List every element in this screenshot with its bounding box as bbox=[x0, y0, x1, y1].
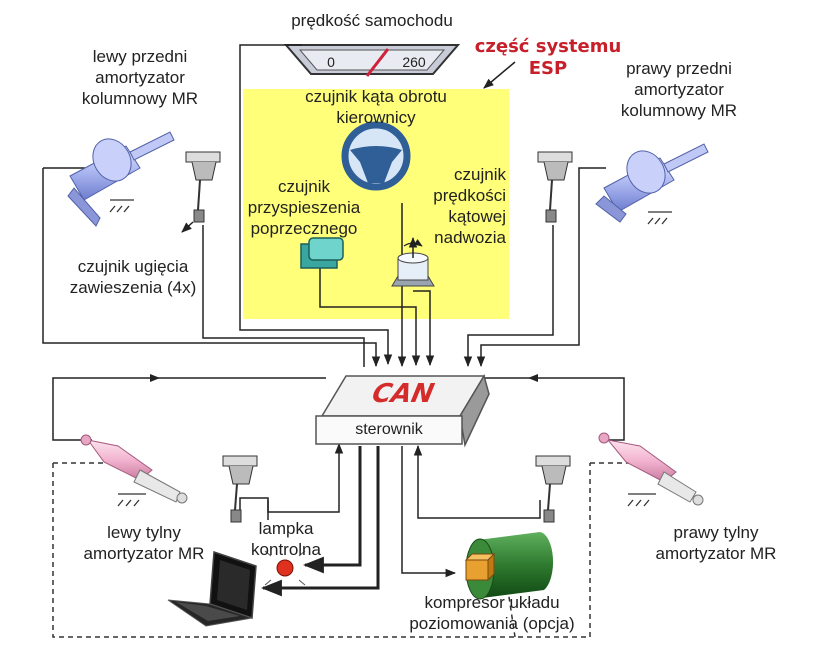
speed-max: 260 bbox=[402, 54, 426, 70]
rear-left-damper-icon bbox=[80, 434, 188, 507]
suspension-line2: zawieszenia (4x) bbox=[69, 278, 197, 297]
rear-right-line2: amortyzator MR bbox=[655, 544, 777, 563]
front-left-line2: amortyzator bbox=[95, 68, 185, 87]
steering-sensor-line1: czujnik kąta obrotu bbox=[305, 87, 447, 106]
front-left-damper-icon bbox=[67, 131, 175, 227]
suspension-line1: czujnik ugięcia bbox=[77, 257, 189, 276]
acceleration-sensor-icon bbox=[300, 237, 344, 269]
suspension-sensor-rr-icon bbox=[535, 455, 571, 523]
arrow-rear-right bbox=[528, 374, 538, 382]
rear-left-line1: lewy tylny bbox=[107, 523, 181, 542]
suspension-sensor-fl-icon bbox=[185, 151, 221, 223]
lateral-accel-line1: czujnik bbox=[278, 177, 330, 196]
compressor-icon bbox=[464, 532, 554, 600]
compressor-label: kompresor układu poziomowania (opcja) bbox=[392, 592, 592, 634]
arrow-suspension-label bbox=[181, 221, 194, 233]
esp-label-line1: część systemu bbox=[474, 36, 622, 57]
front-right-damper-icon bbox=[595, 143, 709, 225]
steering-sensor-label: czujnik kąta obrotu kierownicy bbox=[276, 86, 476, 128]
lamp-line2: kontrolna bbox=[251, 540, 321, 559]
lamp-line1: lampka bbox=[258, 519, 314, 538]
controller-label: sterownik bbox=[355, 421, 423, 438]
lamp-label: lampka kontrolna bbox=[244, 518, 328, 560]
front-left-line3: kolumnowy MR bbox=[81, 89, 199, 108]
front-left-line1: lewy przedni bbox=[92, 47, 188, 66]
yaw-rate-line3: kątowej bbox=[448, 207, 506, 226]
yaw-rate-line2: prędkości bbox=[433, 186, 506, 205]
rear-left-line2: amortyzator MR bbox=[83, 544, 205, 563]
front-right-line2: amortyzator bbox=[634, 80, 724, 99]
front-right-line1: prawy przedni bbox=[626, 59, 732, 78]
lamp-wires bbox=[260, 446, 380, 597]
lateral-accel-line2: przyspieszenia bbox=[247, 198, 361, 217]
compressor-line2: poziomowania (opcja) bbox=[409, 614, 575, 633]
lateral-accel-label: czujnik przyspieszenia poprzecznego bbox=[238, 176, 370, 239]
arrow-rear-left bbox=[150, 374, 160, 382]
steering-wheel-icon bbox=[341, 121, 411, 191]
yaw-rate-label: czujnik prędkości kątowej nadwozia bbox=[414, 164, 506, 248]
rear-right-line1: prawy tylny bbox=[673, 523, 759, 542]
rear-right-damper-label: prawy tylny amortyzator MR bbox=[626, 522, 806, 564]
lateral-accel-line3: poprzecznego bbox=[250, 219, 358, 238]
suspension-sensor-fr-icon bbox=[537, 151, 573, 223]
front-right-line3: kolumnowy MR bbox=[620, 101, 738, 120]
yaw-rate-line1: czujnik bbox=[454, 165, 506, 184]
rear-right-damper-icon bbox=[598, 432, 704, 507]
yaw-rate-sensor-icon bbox=[391, 236, 435, 287]
can-label: CAN bbox=[369, 379, 437, 409]
suspension-sensor-label: czujnik ugięcia zawieszenia (4x) bbox=[48, 256, 218, 298]
esp-label-line2: ESP bbox=[528, 58, 568, 79]
front-left-damper-label: lewy przedni amortyzator kolumnowy MR bbox=[50, 46, 230, 109]
compressor-line1: kompresor układu bbox=[424, 593, 560, 612]
rear-left-damper-label: lewy tylny amortyzator MR bbox=[54, 522, 234, 564]
yaw-rate-line4: nadwozia bbox=[434, 228, 506, 247]
steering-sensor-line2: kierownicy bbox=[336, 108, 416, 127]
warning-lamp-icon bbox=[264, 550, 306, 586]
front-right-damper-label: prawy przedni amortyzator kolumnowy MR bbox=[594, 58, 764, 121]
speed-title: prędkość samochodu bbox=[291, 11, 453, 30]
speedometer-icon bbox=[283, 44, 461, 77]
esp-pointer bbox=[483, 61, 516, 89]
laptop-icon bbox=[167, 550, 257, 627]
suspension-sensor-rl-icon bbox=[222, 455, 258, 523]
wiring bbox=[42, 44, 625, 578]
speed-min: 0 bbox=[327, 54, 335, 70]
can-controller bbox=[315, 374, 490, 448]
